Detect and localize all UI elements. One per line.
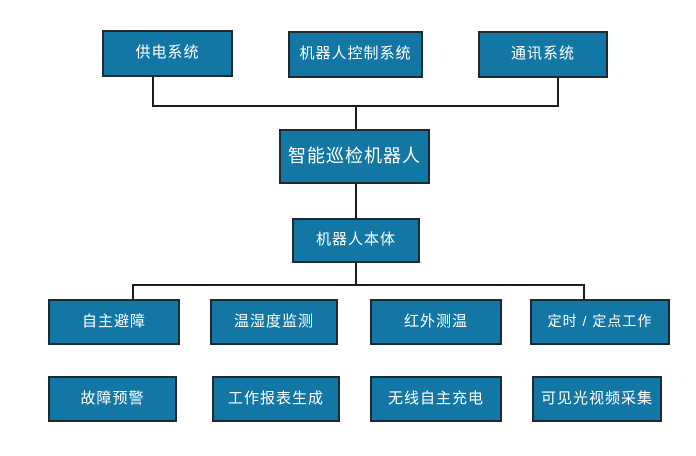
node-obstacle-avoidance: 自主避障 xyxy=(48,299,180,345)
node-power-supply: 供电系统 xyxy=(102,30,233,77)
node-inspection-robot: 智能巡检机器人 xyxy=(279,129,430,184)
node-label: 机器人控制系统 xyxy=(299,45,412,63)
node-fault-warning: 故障预警 xyxy=(48,376,177,422)
node-infrared: 红外测温 xyxy=(370,299,502,345)
node-label: 通讯系统 xyxy=(510,45,575,63)
node-label: 可见光视频采集 xyxy=(540,389,653,407)
node-wireless-charging: 无线自主充电 xyxy=(370,376,502,422)
connector-top-bus xyxy=(152,77,559,107)
node-label: 无线自主充电 xyxy=(387,389,484,407)
node-timed-work: 定时 / 定点工作 xyxy=(530,299,670,345)
node-label: 智能巡检机器人 xyxy=(288,145,421,166)
connector-bottom-bus xyxy=(132,284,585,299)
node-label: 定时 / 定点工作 xyxy=(547,313,653,330)
node-temp-humidity: 温湿度监测 xyxy=(210,299,338,345)
node-label: 机器人本体 xyxy=(315,231,396,249)
node-label: 红外测温 xyxy=(403,312,468,330)
node-label: 自主避障 xyxy=(81,312,146,330)
node-robot-control: 机器人控制系统 xyxy=(288,31,423,78)
node-label: 温湿度监测 xyxy=(233,312,314,330)
node-label: 供电系统 xyxy=(135,44,200,62)
node-robot-body: 机器人本体 xyxy=(292,218,420,263)
node-label: 工作报表生成 xyxy=(227,389,324,407)
node-report-generation: 工作报表生成 xyxy=(212,376,340,422)
node-label: 故障预警 xyxy=(80,389,145,407)
node-video-capture: 可见光视频采集 xyxy=(532,376,662,422)
node-communication: 通讯系统 xyxy=(478,31,608,78)
